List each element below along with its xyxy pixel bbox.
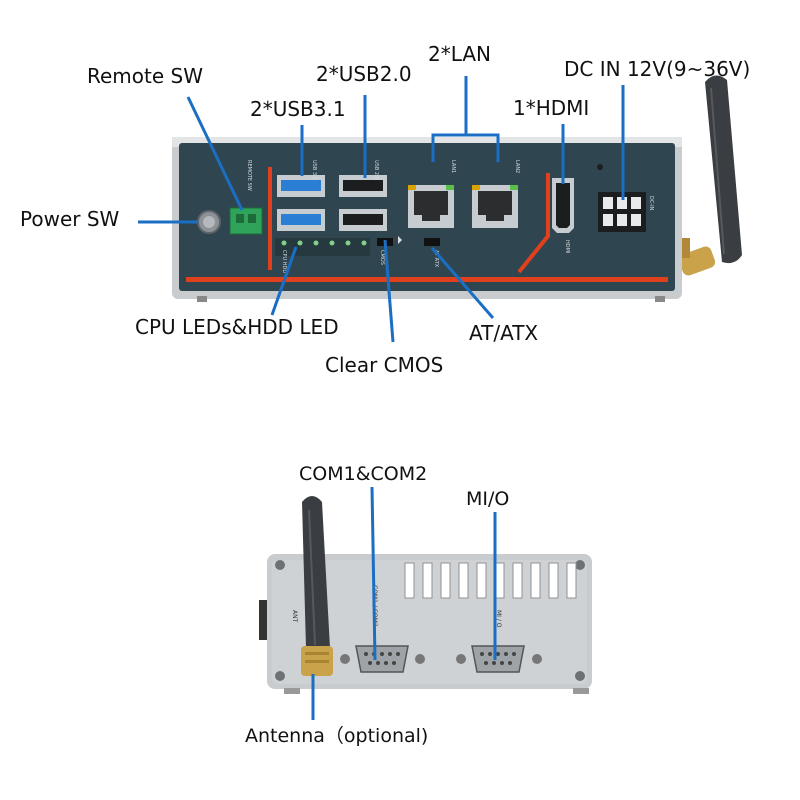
- silk-dc-in: DC-IN: [648, 196, 654, 211]
- rear-vents: [404, 562, 577, 599]
- label-usb20: 2*USB2.0: [316, 62, 412, 86]
- silk-lan1: LAN1: [450, 160, 456, 173]
- mio-port: [456, 645, 542, 673]
- silk-lan2: LAN2: [514, 160, 520, 173]
- label-remote-sw: Remote SW: [87, 64, 203, 88]
- silk-ant: ANT: [291, 610, 298, 623]
- leader-com: [370, 486, 377, 661]
- label-usb31: 2*USB3.1: [250, 97, 346, 121]
- leader-at-atx: [430, 247, 495, 319]
- front-antenna: [676, 75, 742, 276]
- label-hdmi: 1*HDMI: [513, 96, 590, 120]
- label-com: COM1&COM2: [299, 463, 428, 485]
- silk-usb20: USB 2.0: [373, 160, 379, 180]
- silk-atx: AT ATX: [433, 250, 439, 268]
- bottom-stripe: [186, 277, 668, 282]
- label-lan: 2*LAN: [428, 42, 491, 66]
- hdmi-port: [552, 178, 574, 233]
- silk-usb31: USB 3.1: [311, 160, 317, 180]
- leader-clear-cmos: [383, 239, 395, 343]
- silk-hdmi: HDMI: [564, 240, 570, 253]
- label-cpu-leds: CPU LEDs&HDD LED: [135, 315, 339, 339]
- label-antenna: Antenna（optional): [245, 725, 429, 747]
- cpu-hdd-leds: [275, 238, 370, 256]
- lan-ports: [408, 185, 518, 228]
- label-mio: MI/O: [466, 488, 510, 510]
- remote-switch-connector: [229, 207, 263, 235]
- at-atx-switch: [424, 238, 440, 246]
- red-divider-right: [517, 173, 550, 274]
- leader-lines: [138, 76, 625, 720]
- rear-screws: [275, 560, 585, 681]
- usb20-ports: [339, 175, 387, 231]
- silk-mio: MI / O: [495, 610, 502, 628]
- silk-cmos: CMOS: [379, 250, 385, 265]
- silk-cpu-hdd: CPU HDD: [281, 250, 287, 273]
- leader-cpu-leds: [270, 246, 298, 316]
- silk-remote: REMOTE SW: [246, 160, 252, 191]
- front-panel: REMOTE SW USB 3.1 USB 2.0 LAN1 LAN2 HDMI…: [172, 75, 742, 302]
- leader-lan: [431, 76, 500, 162]
- com-port: [340, 645, 425, 673]
- usb31-ports: [277, 175, 325, 231]
- rear-antenna: [301, 496, 333, 676]
- label-dc-in: DC IN 12V(9~36V): [564, 57, 751, 81]
- leader-remote-sw: [186, 96, 244, 211]
- front-silkscreen: REMOTE SW USB 3.1 USB 2.0 LAN1 LAN2 HDMI…: [246, 160, 654, 273]
- rear-panel: ANT COM1 / COM2 MI / O: [259, 496, 592, 694]
- label-power-sw: Power SW: [20, 207, 120, 231]
- label-clear-cmos: Clear CMOS: [325, 353, 444, 377]
- power-switch: [197, 210, 221, 234]
- label-at-atx: AT/ATX: [469, 321, 539, 345]
